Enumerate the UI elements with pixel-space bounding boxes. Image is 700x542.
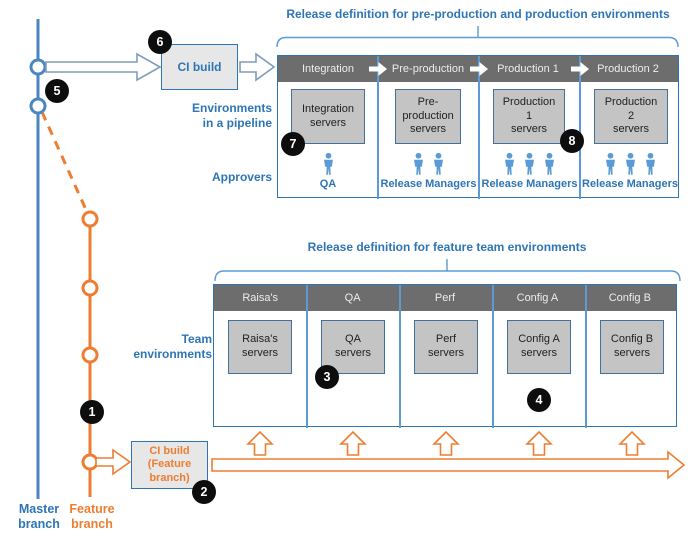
approver-label-qa: QA: [319, 178, 337, 190]
approvers-label: Approvers: [211, 170, 272, 184]
feature-commit-circle: [81, 346, 99, 364]
pre-production-servers-box: Pre- production servers: [395, 89, 461, 144]
master-branch-label: Master branch: [18, 502, 60, 532]
perf-servers-box: Perf servers: [414, 320, 478, 374]
approver-icons-production-1: [479, 149, 580, 176]
environments-in-pipeline-label: Environments in a pipeline: [191, 101, 272, 130]
arrow-cibuild-to-pipeline: [239, 52, 276, 82]
feature-branch-label: Feature branch: [69, 502, 115, 532]
team-env-config-a: Config A: [516, 292, 559, 304]
pre-production-release-title: Release definition for pre-production an…: [286, 7, 670, 21]
config-a-servers-box: Config A servers: [507, 320, 571, 374]
person-icon: [322, 152, 335, 176]
ci-build-feature-label: CI build (Feature branch): [147, 445, 192, 484]
stage-production-2: Production 2: [597, 63, 659, 75]
branch-off-dashed-line: [40, 111, 89, 213]
step-badge-5: 5: [45, 79, 69, 103]
approver-icons-production-2: [580, 149, 680, 176]
stage-pre-production: Pre-production: [391, 63, 465, 75]
step-badge-2: 2: [192, 480, 216, 504]
step-badge-3: 3: [315, 365, 339, 389]
arrow-master-to-cibuild: [45, 52, 162, 82]
approver-label-pre-production: Release Managers: [380, 178, 477, 190]
raisas-servers-box: Raisa's servers: [228, 320, 292, 374]
production-1-servers-box: Production 1 servers: [493, 89, 565, 144]
approver-label-production-1: Release Managers: [481, 178, 578, 190]
person-icon: [523, 152, 536, 176]
arrow-up-icon: [246, 430, 274, 456]
team-environments-label: Team environments: [133, 332, 212, 361]
ci-build-box: CI build: [161, 44, 238, 90]
stage-integration: Integration: [302, 63, 354, 75]
person-icon: [624, 152, 637, 176]
approver-icons-pre-production: [378, 149, 479, 176]
step-badge-4: 4: [527, 388, 551, 412]
team-divider: [585, 285, 587, 428]
arrow-feature-to-cibuild: [95, 448, 132, 476]
step-badge-1: 1: [80, 400, 104, 424]
bracket-feature-team: [214, 259, 681, 282]
feature-commit-circle: [81, 453, 99, 471]
stage-divider: [377, 56, 379, 199]
person-icon: [412, 152, 425, 176]
arrow-up-icon: [432, 430, 460, 456]
team-env-config-b: Config B: [608, 292, 651, 304]
integration-servers-box: Integration servers: [291, 89, 365, 144]
feature-commit-circle: [81, 279, 99, 297]
stage-production-1: Production 1: [497, 63, 559, 75]
bracket-pre-production: [276, 26, 679, 48]
approver-icons-qa: [278, 149, 378, 176]
arrow-up-icon: [339, 430, 367, 456]
team-divider: [399, 285, 401, 428]
arrow-up-icon: [618, 430, 646, 456]
person-icon: [644, 152, 657, 176]
arrow-up-icon: [525, 430, 553, 456]
step-badge-8: 8: [560, 129, 584, 153]
config-b-servers-box: Config B servers: [600, 320, 664, 374]
step-badge-6: 6: [148, 30, 172, 54]
team-env-qa: QA: [344, 292, 361, 304]
team-divider: [306, 285, 308, 428]
master-commit-circle: [29, 97, 47, 115]
team-env-header: Raisa's QA Perf Config A Config B: [214, 285, 676, 311]
team-divider: [492, 285, 494, 428]
step-badge-7: 7: [281, 132, 305, 156]
release-pipeline-panel: Integration Pre-production Production 1 …: [277, 55, 680, 199]
stage-divider: [478, 56, 480, 199]
person-icon: [503, 152, 516, 176]
approver-label-production-2: Release Managers: [582, 178, 678, 190]
ci-build-feature-box: CI build (Feature branch): [131, 441, 208, 489]
team-env-perf: Perf: [434, 292, 456, 304]
team-env-raisas: Raisa's: [242, 292, 279, 304]
master-commit-circle: [29, 58, 47, 76]
person-icon: [432, 152, 445, 176]
arrow-feature-build-distribution: [211, 450, 686, 480]
feature-commit-circle: [81, 210, 99, 228]
stage-divider: [579, 56, 581, 199]
person-icon: [604, 152, 617, 176]
ci-build-label: CI build: [177, 59, 222, 74]
feature-team-release-title: Release definition for feature team envi…: [307, 240, 587, 254]
person-icon: [543, 152, 556, 176]
feature-team-panel: Raisa's QA Perf Config A Config B Raisa'…: [213, 284, 677, 428]
production-2-servers-box: Production 2 servers: [594, 89, 668, 144]
